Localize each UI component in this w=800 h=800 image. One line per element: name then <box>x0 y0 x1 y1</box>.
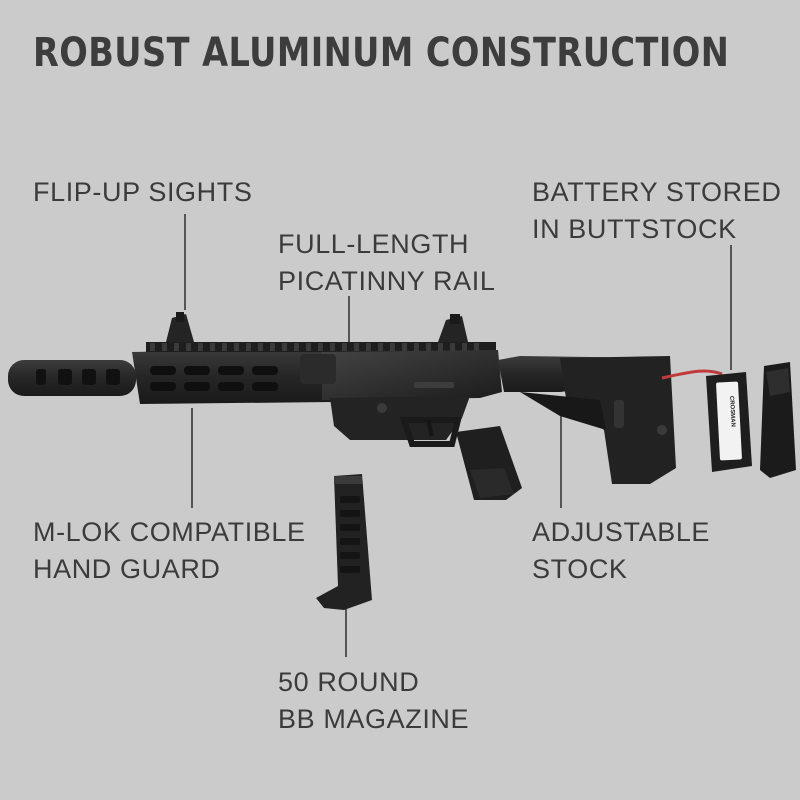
battery-brand-text: CROSMAN <box>728 396 736 427</box>
buttstock-cap <box>760 362 796 478</box>
bb-magazine <box>316 474 372 610</box>
callout-line: FLIP-UP SIGHTS <box>33 177 253 207</box>
callout-line: FULL-LENGTH <box>278 229 470 259</box>
callout-line: BB MAGAZINE <box>278 704 470 734</box>
rear-sight <box>438 314 468 342</box>
leader-line-handguard <box>191 408 193 508</box>
callout-line: STOCK <box>532 554 628 584</box>
headline: ROBUST ALUMINUM CONSTRUCTION <box>33 30 730 76</box>
rifle <box>8 312 676 500</box>
leader-line-battery <box>730 245 732 370</box>
battery-wire <box>661 369 723 380</box>
callout-line: HAND GUARD <box>33 554 221 584</box>
leader-line-sights <box>184 214 186 310</box>
callout-line: 50 ROUND <box>278 667 420 697</box>
picatinny-rail <box>146 342 496 352</box>
callout-line: BATTERY STORED <box>532 177 782 207</box>
leader-line-magazine <box>345 607 347 657</box>
callout-line: IN BUTTSTOCK <box>532 214 737 244</box>
receiver <box>300 350 502 447</box>
battery-pack: CROSMAN <box>706 372 752 472</box>
callout-line: PICATINNY RAIL <box>278 266 496 296</box>
callout-bb-magazine: 50 ROUND BB MAGAZINE <box>278 664 469 738</box>
callout-adjustable-stock: ADJUSTABLE STOCK <box>532 514 710 588</box>
adjustable-stock <box>498 356 676 484</box>
leader-line-stock <box>560 412 562 508</box>
callout-line: ADJUSTABLE <box>532 517 711 547</box>
callout-picatinny-rail: FULL-LENGTH PICATINNY RAIL <box>278 226 495 300</box>
callout-battery-buttstock: BATTERY STORED IN BUTTSTOCK <box>532 174 781 248</box>
callout-flip-up-sights: FLIP-UP SIGHTS <box>33 174 252 211</box>
suppressor <box>8 360 136 396</box>
leader-line-rail <box>348 296 350 348</box>
callout-line: M-LOK COMPATIBLE <box>33 517 306 547</box>
pistol-grip <box>456 426 522 500</box>
front-sight <box>166 312 194 342</box>
hand-guard <box>132 348 332 404</box>
callout-m-lok-hand-guard: M-LOK COMPATIBLE HAND GUARD <box>33 514 306 588</box>
